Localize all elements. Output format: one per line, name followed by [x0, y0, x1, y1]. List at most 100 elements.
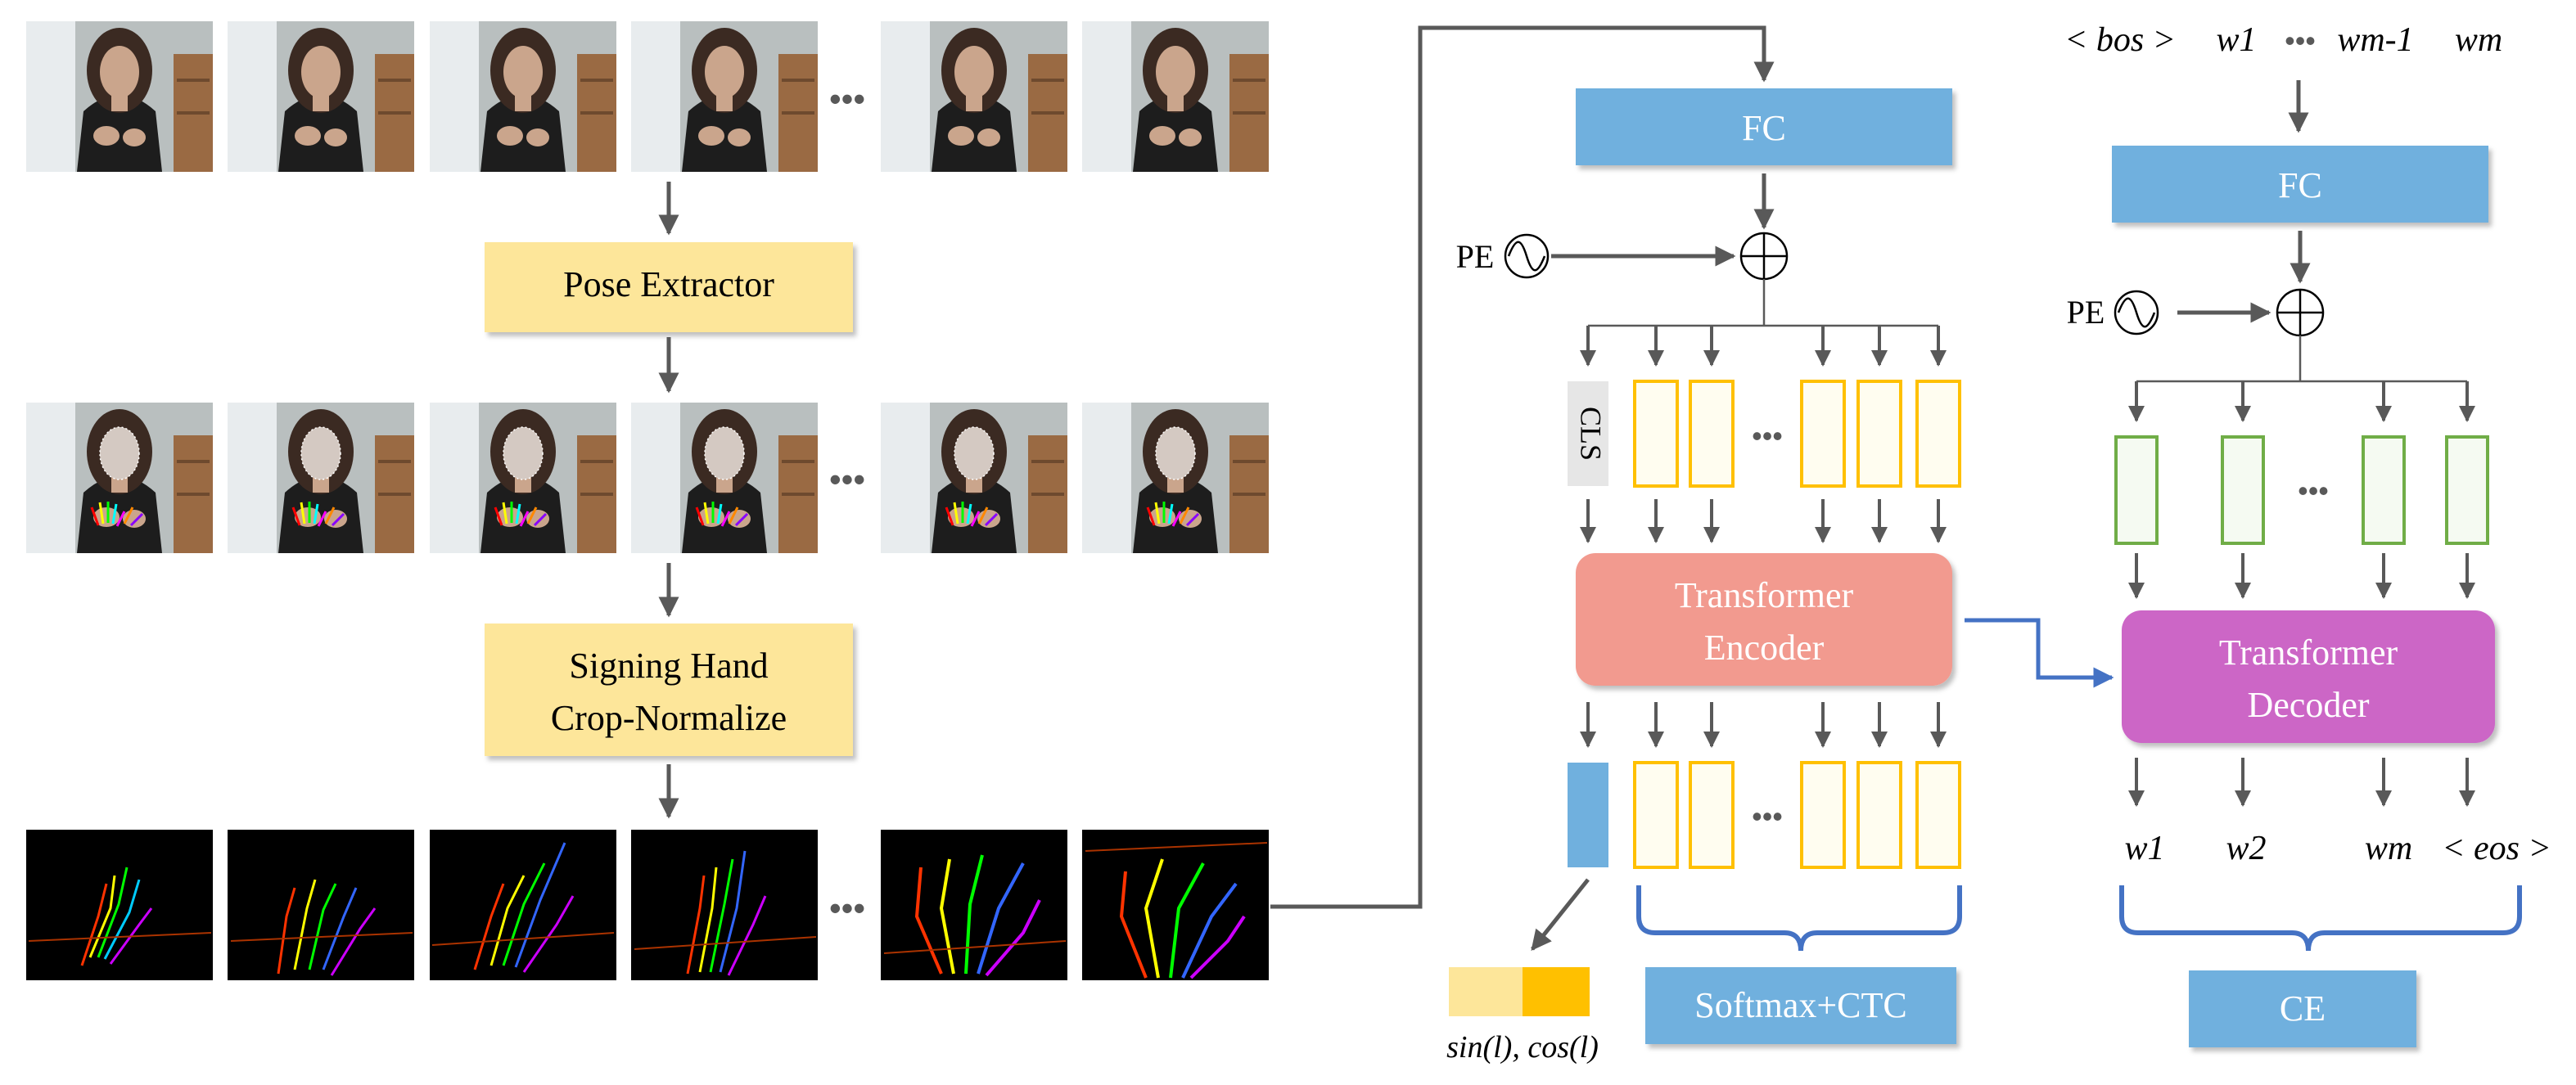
sinusoid-icon [1504, 233, 1550, 279]
encoder-pe: PE [1456, 233, 1550, 279]
encoder-tokens-ellipsis: ••• [1752, 419, 1783, 452]
encoder-input-tokens [1633, 380, 1961, 488]
ce-rect [2189, 970, 2416, 1047]
add-icon [1739, 232, 1789, 281]
pose-extractor-box: Pose Extractor [485, 242, 853, 332]
transformer-encoder-box: Transformer Encoder [1576, 553, 1952, 686]
pose-frame [430, 403, 616, 553]
token [1800, 761, 1846, 869]
token [1689, 380, 1735, 488]
ctc-brace [1636, 885, 1962, 952]
crop-normalize-label-line2: Crop-Normalize [551, 698, 787, 738]
token [2445, 435, 2489, 545]
softmax-ctc-box: Softmax+CTC [1645, 967, 1956, 1044]
frames-ellipsis: ••• [829, 79, 865, 118]
video-frame [1082, 21, 1269, 172]
decoder-input-token: wm-1 [2337, 21, 2413, 59]
softmax-ctc-rect [1645, 967, 1956, 1044]
video-frame [26, 21, 213, 172]
cls-token: CLS [1568, 381, 1608, 486]
encoder-distribution-tree [1588, 279, 1938, 327]
token [1689, 761, 1735, 869]
transformer-decoder-label-line1: Transformer [2219, 633, 2398, 673]
token [2362, 435, 2406, 545]
token [1915, 761, 1961, 869]
arrow-to-sincos [1531, 878, 1590, 951]
skeleton-frame [631, 830, 818, 980]
pose-frame [228, 403, 414, 553]
skeleton-frame [1082, 830, 1269, 980]
decoder-input-token: w1 [2216, 21, 2256, 59]
token [1633, 761, 1679, 869]
decoder-fc-label: FC [2278, 165, 2322, 205]
skeleton-frames-ellipsis: ••• [829, 889, 865, 927]
decoder-output-token: wm [2365, 830, 2412, 867]
token [1915, 380, 1961, 488]
transformer-encoder-rect [1576, 553, 1952, 686]
encoder-fc-label: FC [1742, 108, 1786, 148]
decoder-pe: PE [2067, 290, 2159, 335]
decoder-output-token: w1 [2124, 830, 2164, 867]
input-video-frames: ••• [26, 21, 1269, 172]
pose-frames-ellipsis: ••• [829, 460, 865, 498]
skeleton-frame [881, 830, 1067, 980]
video-frame [228, 21, 414, 172]
token [1800, 380, 1846, 488]
ce-box: CE [2189, 970, 2416, 1047]
crop-normalize-label-line1: Signing Hand [569, 646, 768, 686]
add-icon [2276, 288, 2325, 337]
cls-label: CLS [1575, 407, 1608, 461]
encoder-token-to-transformer-arrows [1580, 499, 1947, 543]
decoder-tokens-ellipsis: ••• [2298, 474, 2329, 507]
sincos-label: sin(l), cos(l) [1446, 1030, 1599, 1065]
encoder-to-decoder-arrow [1965, 618, 2114, 688]
decoder-input-arrows [2128, 381, 2475, 422]
token [1856, 761, 1902, 869]
ce-brace [2119, 885, 2522, 952]
token [1633, 380, 1679, 488]
encoder-output-ellipsis: ••• [1752, 799, 1783, 833]
pose-extractor-rect [485, 242, 853, 332]
decoder-output-token: w2 [2226, 830, 2266, 867]
pose-extractor-label: Pose Extractor [563, 264, 774, 304]
ce-label: CE [2280, 988, 2326, 1029]
hand-skeleton-frames: ••• [26, 830, 1269, 980]
crop-normalize-box: Signing Hand Crop-Normalize [485, 624, 853, 756]
video-frame [881, 21, 1067, 172]
decoder-output-arrows [2128, 758, 2475, 807]
encoder-output-arrows [1580, 702, 1947, 748]
skeleton-frame [430, 830, 616, 980]
crop-normalize-rect [485, 624, 853, 756]
sincos-output: sin(l), cos(l) [1446, 967, 1599, 1065]
video-frame [430, 21, 616, 172]
transformer-decoder-rect [2122, 610, 2495, 743]
pose-frame [631, 403, 818, 553]
skeleton-frame [26, 830, 213, 980]
pose-overlay-frames: ••• [26, 403, 1269, 553]
token [2221, 435, 2265, 545]
video-frame [631, 21, 818, 172]
encoder-output-tokens: ••• [1568, 761, 1961, 869]
decoder-embedding-tokens [2114, 435, 2489, 545]
encoder-fc-box: FC [1576, 88, 1952, 165]
transformer-encoder-label-line1: Transformer [1675, 575, 1854, 615]
decoder-input-token: wm [2455, 21, 2502, 59]
decoder-pe-label: PE [2067, 294, 2105, 331]
decoder-input-token: < bos > [2064, 21, 2176, 59]
decoder-fc-rect [2112, 146, 2488, 223]
decoder-input-tokens: < bos > w1 ••• wm-1 wm [2064, 21, 2502, 59]
decoder-output-tokens: w1 w2 wm < eos > [2124, 830, 2551, 867]
token [2114, 435, 2159, 545]
connector-to-encoder [1270, 25, 1775, 909]
softmax-ctc-label: Softmax+CTC [1694, 985, 1907, 1025]
token [1856, 380, 1902, 488]
transformer-decoder-box: Transformer Decoder [2122, 610, 2495, 743]
sin-cell [1449, 967, 1523, 1016]
transformer-decoder-label-line2: Decoder [2247, 685, 2369, 725]
decoder-fc-box: FC [2112, 146, 2488, 223]
encoder-pe-label: PE [1456, 238, 1495, 275]
cos-cell [1523, 967, 1590, 1016]
pose-frame [1082, 403, 1269, 553]
decoder-output-token: < eos > [2442, 830, 2551, 867]
